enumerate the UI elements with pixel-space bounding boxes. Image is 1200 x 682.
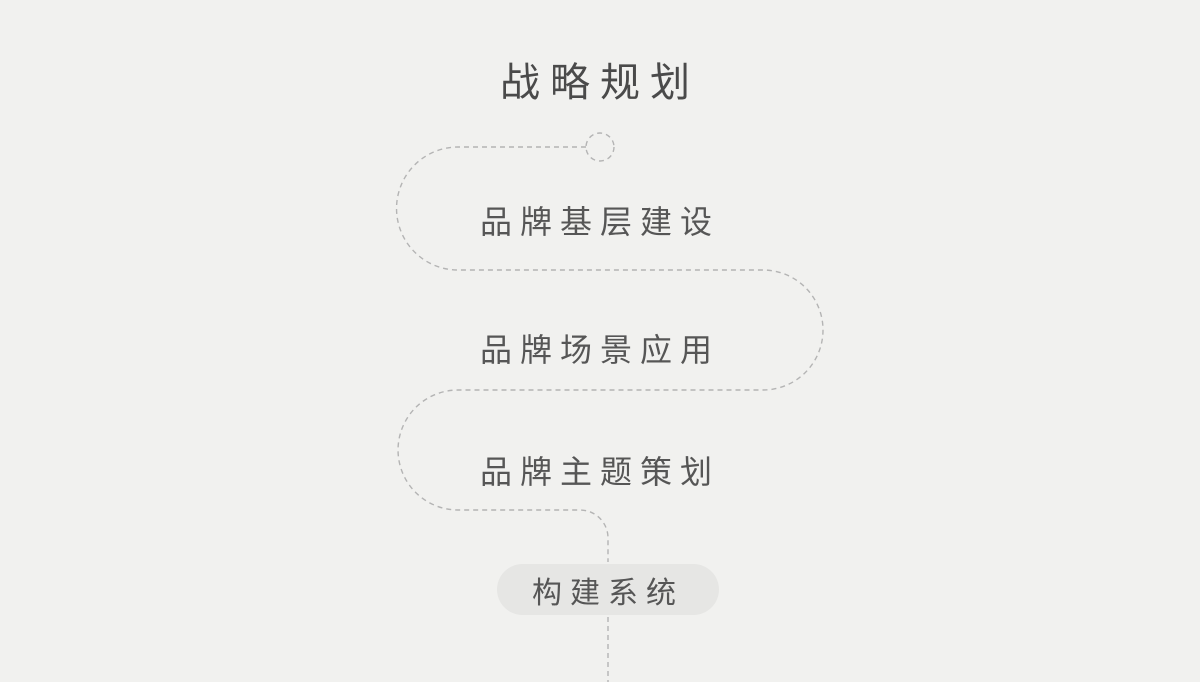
step-label-brand-foundation: 品牌基层建设 [479, 204, 720, 240]
step-label-brand-scenario: 品牌场景应用 [479, 332, 720, 368]
result-node-label: 构建系统 [532, 576, 684, 610]
step-label-brand-theme: 品牌主题策划 [479, 454, 720, 490]
start-node-circle [585, 132, 615, 162]
diagram-title: 战略规划 [500, 61, 700, 105]
result-node: 构建系统 [497, 564, 719, 615]
